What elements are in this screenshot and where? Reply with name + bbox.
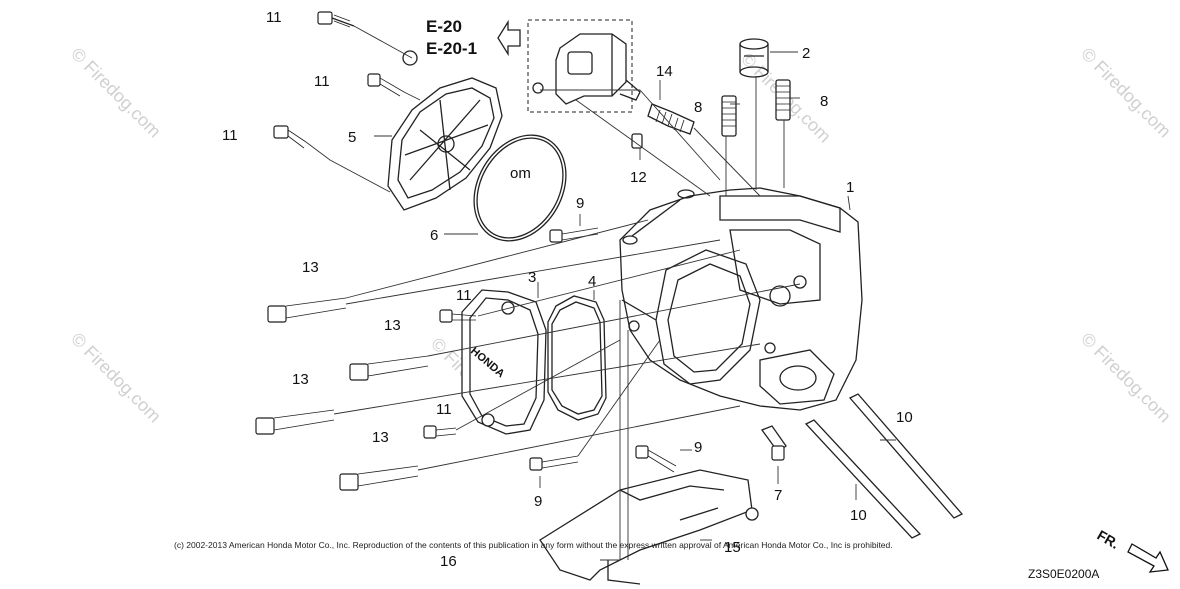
callout-8-left: 8 — [694, 99, 702, 116]
part-1-cylinder-head — [619, 187, 863, 411]
callout-2: 2 — [802, 45, 810, 62]
bolt-11-left — [273, 125, 307, 149]
gasket-text: om — [510, 165, 531, 182]
reference-e20: E-20 — [426, 17, 462, 36]
bolt-11-top — [317, 11, 355, 28]
part-7-sensor — [760, 425, 787, 461]
part-8-studs — [721, 79, 791, 137]
callout-3: 3 — [528, 269, 536, 286]
callout-10-right: 10 — [896, 409, 913, 426]
callout-13-top: 13 — [302, 259, 319, 276]
watermark-right-bottom: © Firedog.com — [1077, 329, 1175, 427]
reference-arrow-icon — [497, 19, 521, 57]
callout-11-low: 11 — [436, 401, 452, 418]
callout-7: 7 — [774, 487, 782, 504]
part-10-studs — [804, 393, 964, 539]
leader-lines — [305, 25, 896, 561]
callout-6: 6 — [430, 227, 438, 244]
watermark-group: © Firedog.com © Firedog.com © Firedog.co… — [67, 44, 1175, 432]
part-3-valve-cover: HONDA — [461, 289, 547, 435]
callout-11-left: 11 — [222, 127, 238, 144]
part-6-oring: om — [473, 134, 567, 242]
sensor-part — [532, 33, 641, 105]
bolts-part-11 — [273, 11, 477, 439]
reference-block: E-20 E-20-1 — [426, 17, 633, 113]
callout-16: 16 — [440, 553, 457, 570]
bolt-11-cover-top — [439, 309, 477, 323]
callout-9-top: 9 — [576, 195, 584, 212]
washer — [402, 50, 418, 66]
diagram-code: Z3S0E0200A — [1028, 567, 1099, 581]
reference-e20-1: E-20-1 — [426, 39, 477, 58]
callout-12: 12 — [630, 169, 647, 186]
callout-5: 5 — [348, 129, 356, 146]
bolts-part-9 — [529, 227, 677, 473]
copyright-text: (c) 2002-2013 American Honda Motor Co., … — [174, 540, 893, 550]
callout-11-cover: 11 — [456, 287, 472, 304]
callout-1: 1 — [846, 179, 854, 196]
callout-4: 4 — [588, 273, 596, 290]
callouts: 11 11 11 5 2 14 8 8 1 12 9 6 13 3 4 11 1… — [222, 9, 913, 570]
part-14-plug — [647, 103, 695, 135]
watermark-left-bottom: © Firedog.com — [67, 329, 165, 427]
front-label: FR. — [1095, 527, 1123, 552]
watermark-left-top: © Firedog.com — [67, 44, 165, 142]
callout-13-low: 13 — [292, 371, 309, 388]
bolts-part-13 — [255, 297, 429, 491]
sensor-dashed-box — [527, 19, 633, 113]
callout-11-mid: 11 — [314, 73, 330, 90]
watermark-right-top: © Firedog.com — [1077, 44, 1175, 142]
callout-11-top: 11 — [266, 9, 282, 26]
front-direction: FR. — [1095, 527, 1169, 573]
part-5-cover — [387, 77, 503, 211]
part-2-cap — [739, 38, 769, 78]
part-15-bracket — [539, 469, 759, 585]
callout-10-bottom: 10 — [850, 507, 867, 524]
part-12-pin — [631, 133, 643, 149]
callout-9-bottom: 9 — [534, 493, 542, 510]
callout-8-right: 8 — [820, 93, 828, 110]
callout-13-bottom: 13 — [372, 429, 389, 446]
callout-9-mid: 9 — [694, 439, 702, 456]
front-arrow-icon — [1127, 543, 1169, 573]
callout-13-mid: 13 — [384, 317, 401, 334]
callout-15: 15 — [724, 539, 741, 556]
callout-14: 14 — [656, 63, 673, 80]
part-4-gasket — [547, 295, 607, 421]
bolt-11-cover-bottom — [423, 425, 457, 439]
bolt-11-mid — [367, 73, 405, 97]
